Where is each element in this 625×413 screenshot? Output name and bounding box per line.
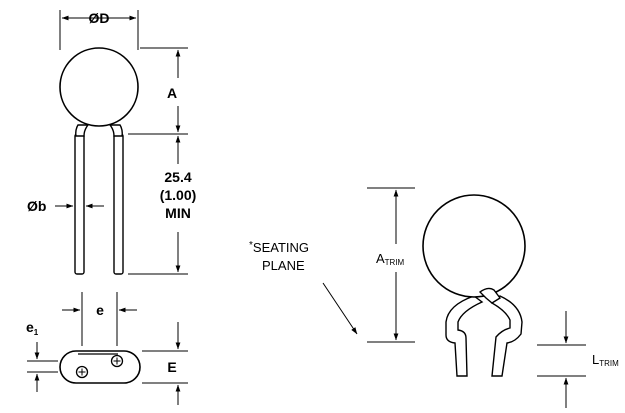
pin-left <box>75 365 89 379</box>
label-lead-length-2: (1.00) <box>160 187 197 203</box>
label-a: A <box>167 85 177 101</box>
trimmed-disc-body <box>422 194 526 298</box>
seating-plane-leader <box>322 282 358 335</box>
front-view: ØD A 25.4 (1.00) MIN Øb <box>27 10 197 275</box>
label-E: E <box>167 359 176 375</box>
label-a-trim: ATRIM <box>376 251 405 267</box>
disc-body <box>59 47 139 127</box>
label-lead-length-1: 25.4 <box>164 169 191 185</box>
label-od: ØD <box>89 10 110 26</box>
label-e: e <box>96 302 104 318</box>
label-e1: e1 <box>26 319 39 337</box>
lead-left <box>74 133 85 275</box>
label-seating-plane-2: PLANE <box>262 258 305 273</box>
label-lead-length-3: MIN <box>165 205 191 221</box>
lead-right <box>113 133 124 275</box>
label-l-trim: LTRIM <box>592 352 619 368</box>
trimmed-lead-left <box>445 295 484 377</box>
trimmed-lead-right <box>490 295 523 377</box>
label-seating-plane-1: *SEATING <box>249 240 309 255</box>
bottom-view: e e1 E <box>26 292 188 405</box>
label-ob: Øb <box>27 198 46 214</box>
lead-kink-right <box>108 124 123 137</box>
bottom-body <box>59 350 141 384</box>
lead-kink-left <box>75 124 90 137</box>
pin-right <box>110 354 124 368</box>
trimmed-view: ATRIM *SEATING PLANE LTRIM <box>249 187 619 408</box>
